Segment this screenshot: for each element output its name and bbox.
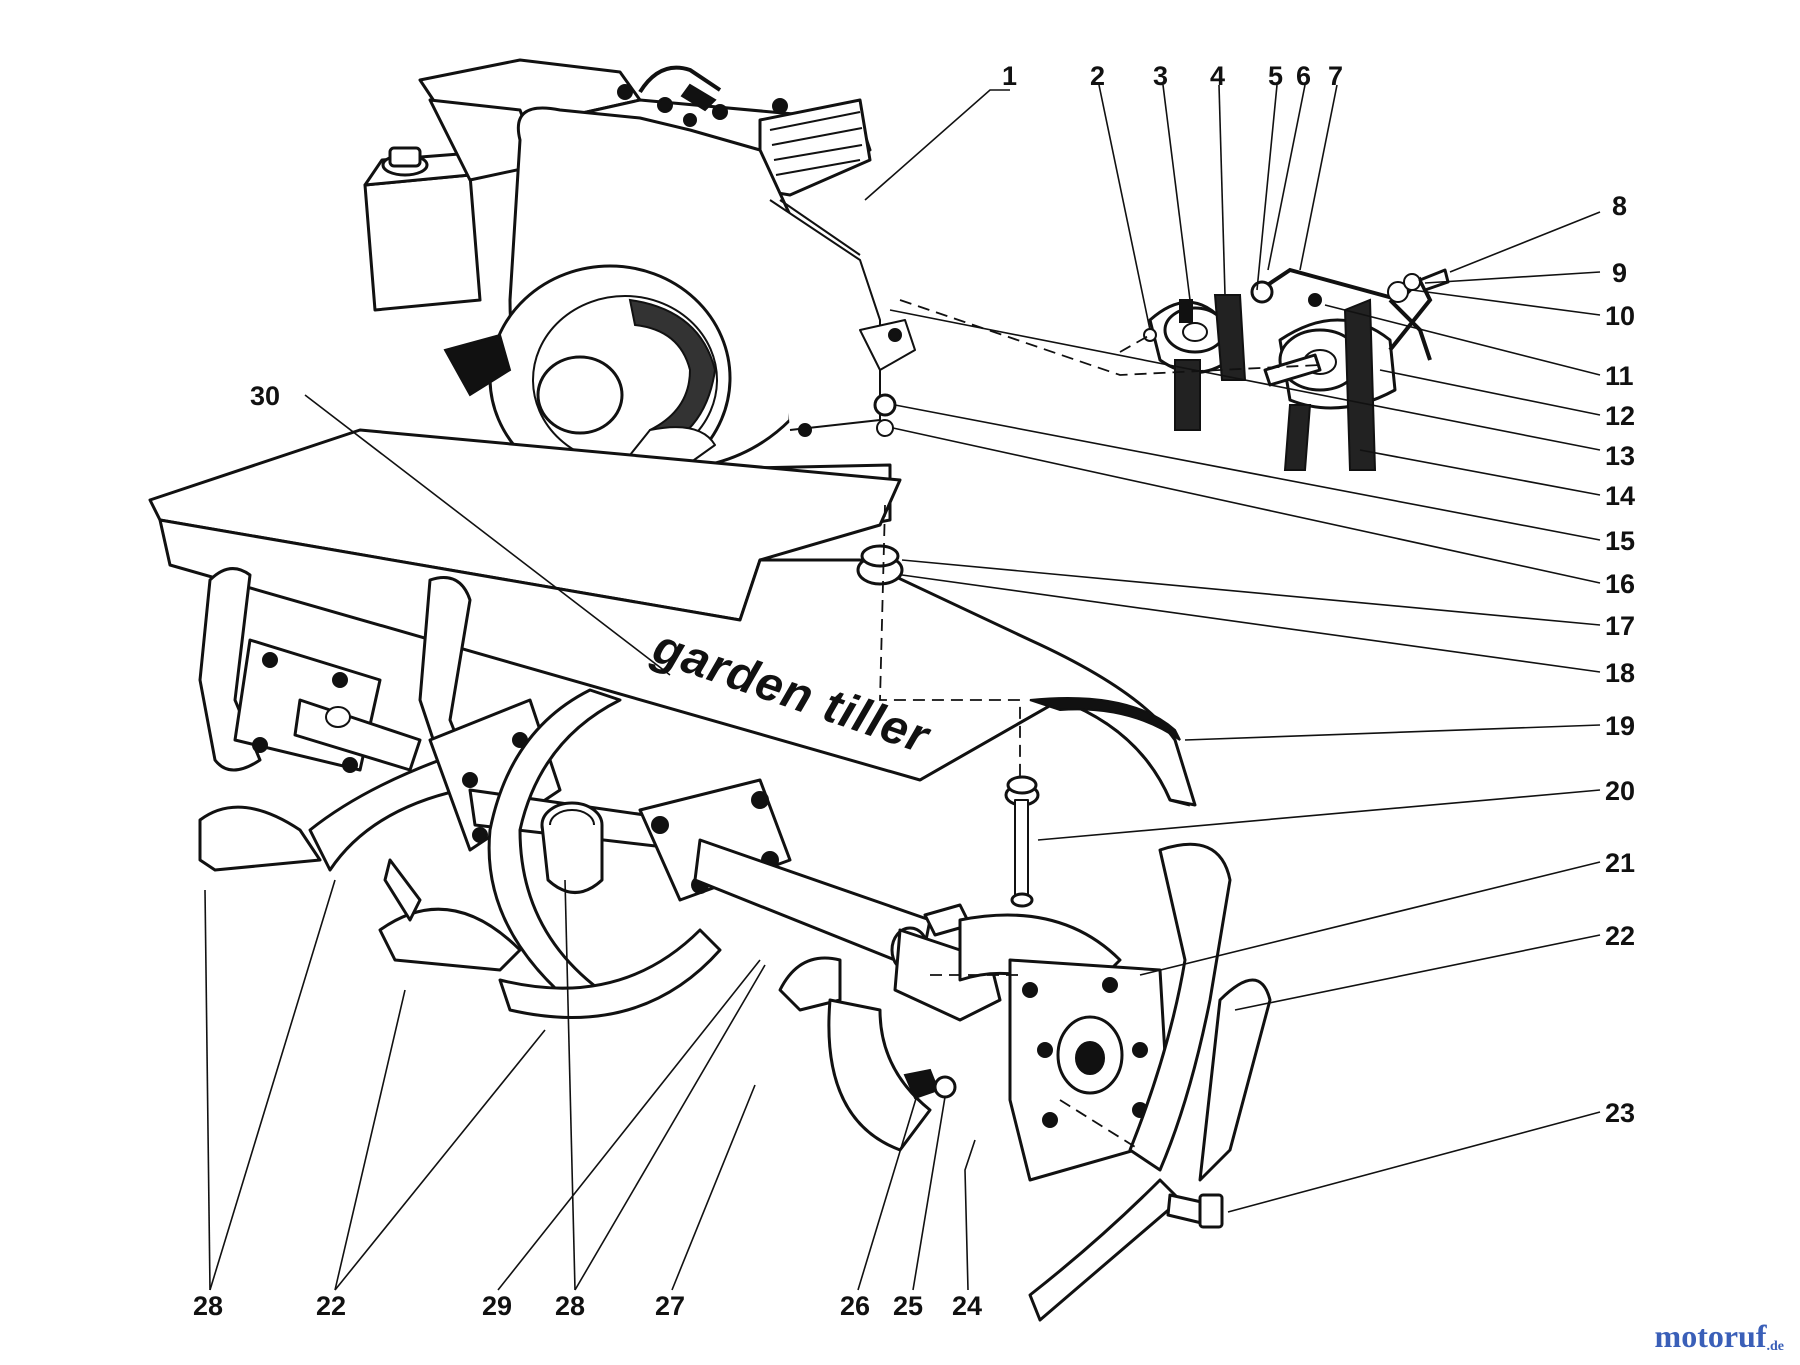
callout-27: 27 xyxy=(655,1291,685,1321)
callout-30: 30 xyxy=(250,381,280,411)
callout-22-right: 22 xyxy=(1605,921,1635,951)
callout-29: 29 xyxy=(482,1291,512,1321)
callout-11: 11 xyxy=(1605,361,1634,391)
pulley-assembly xyxy=(856,267,1450,908)
callout-12: 12 xyxy=(1605,401,1635,431)
callout-5: 5 xyxy=(1268,61,1283,91)
callout-1: 1 xyxy=(1002,61,1017,91)
assembly-lines xyxy=(879,299,1321,1151)
right-tine-assembly xyxy=(827,842,1272,1322)
callout-24: 24 xyxy=(952,1291,982,1321)
callout-4: 4 xyxy=(1210,61,1225,91)
tine-cover: garden tiller xyxy=(158,518,1197,807)
callout-21: 21 xyxy=(1605,848,1635,878)
watermark-logo: motoruf.de xyxy=(1654,1318,1784,1354)
leader-lines xyxy=(204,84,1601,1291)
callout-8: 8 xyxy=(1612,191,1627,221)
callout-16: 16 xyxy=(1605,569,1635,599)
callout-13: 13 xyxy=(1605,441,1635,471)
callout-26: 26 xyxy=(840,1291,870,1321)
callout-17: 17 xyxy=(1605,611,1635,641)
callout-28-center: 28 xyxy=(555,1291,585,1321)
engine xyxy=(363,58,916,547)
callout-15: 15 xyxy=(1605,526,1635,556)
callout-19: 19 xyxy=(1605,711,1635,741)
callout-23: 23 xyxy=(1605,1098,1635,1128)
callout-6: 6 xyxy=(1296,61,1311,91)
callout-25: 25 xyxy=(893,1291,923,1321)
callout-10: 10 xyxy=(1605,301,1635,331)
callout-numbers: 1 2 3 4 5 6 7 8 9 10 11 12 13 14 15 16 1… xyxy=(193,61,1635,1321)
callout-3: 3 xyxy=(1153,61,1168,91)
callout-18: 18 xyxy=(1605,658,1635,688)
callout-14: 14 xyxy=(1605,481,1635,511)
callout-7: 7 xyxy=(1328,61,1343,91)
callout-20: 20 xyxy=(1605,776,1635,806)
left-tine-assembly xyxy=(198,567,722,1019)
callout-2: 2 xyxy=(1090,61,1105,91)
callout-9: 9 xyxy=(1612,258,1627,288)
callout-22-bottom: 22 xyxy=(316,1291,346,1321)
callout-28-left: 28 xyxy=(193,1291,223,1321)
